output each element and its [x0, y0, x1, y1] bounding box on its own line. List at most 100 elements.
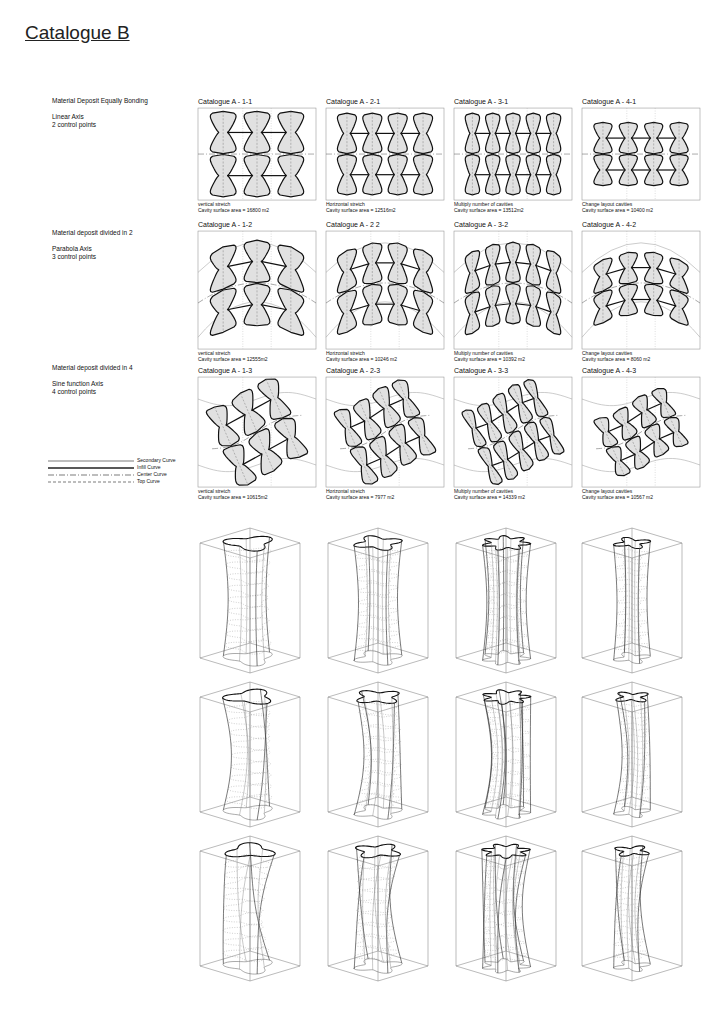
box-edge: [456, 528, 506, 543]
tower-valley: [498, 539, 499, 654]
tower-ridge: [398, 692, 402, 809]
tower-valley: [513, 848, 520, 964]
cell-centerline: [492, 286, 493, 326]
tower-valley: [372, 855, 381, 970]
tower-contour: [614, 926, 643, 935]
catalogue-panel: Catalogue A - 3-3Multiply number of cavi…: [454, 367, 572, 501]
catalogue-panel: Catalogue A - 2-1Horizontal stretchCavit…: [326, 98, 444, 214]
legend-sample: [48, 482, 134, 483]
tower-valley: [240, 701, 248, 815]
box-edge: [506, 697, 556, 712]
tower-ridge: [256, 551, 257, 666]
panel-frame: [326, 231, 444, 349]
tower-contour: [230, 772, 271, 785]
tower-valley: [241, 693, 249, 807]
tower-valley: [240, 855, 251, 969]
cavity-cell: [670, 258, 688, 293]
box-edge: [456, 543, 457, 658]
bonding-bar: [261, 261, 287, 266]
box-edge: [506, 797, 556, 812]
tower-contour: [231, 738, 270, 750]
cell-centerline: [628, 252, 629, 283]
cell-centerline: [397, 154, 398, 194]
cavity-cell: [206, 405, 239, 445]
cavity-cell: [275, 418, 308, 458]
box-edge: [200, 528, 250, 543]
bonding-bar: [522, 398, 534, 402]
box-edge: [328, 836, 378, 851]
cell-centerline: [372, 113, 373, 153]
panel-caption: Cavity surface area = 16800 m2: [198, 208, 316, 214]
cavity-cell: [594, 418, 618, 447]
box-edge: [378, 682, 428, 697]
box-edge: [328, 697, 329, 812]
box-edge: [556, 543, 557, 658]
tower-valley: [519, 699, 521, 815]
tower-valley: [638, 544, 639, 659]
tower-valley: [490, 852, 492, 965]
cell-centerline: [397, 113, 398, 153]
bonding-bar: [631, 299, 651, 300]
tower-contour: [231, 761, 270, 773]
tower-contour: [355, 640, 401, 654]
tower-top-curve: [354, 536, 402, 551]
tower-contour: [356, 629, 399, 642]
bonding-bar: [538, 436, 550, 440]
cell-centerline: [372, 243, 373, 283]
bonding-bar: [227, 175, 253, 176]
panel-space: [326, 108, 444, 202]
cell-centerline: [372, 284, 373, 325]
cavity-cell: [670, 290, 688, 325]
cell-centerline: [472, 113, 473, 153]
box-edge: [378, 558, 379, 673]
tower-valley: [629, 700, 635, 815]
cell-centerline: [398, 380, 414, 417]
bonding-bar: [515, 304, 531, 306]
cell-centerline: [553, 154, 554, 194]
cell-centerline: [257, 111, 258, 153]
guide-curve: [198, 392, 316, 405]
tower-top-curve: [482, 844, 530, 858]
tower-contour: [617, 584, 648, 593]
bonding-bar: [261, 175, 287, 176]
cell-centerline: [602, 292, 603, 323]
bonding-bar: [375, 133, 395, 134]
bonding-bar: [492, 461, 504, 465]
tower-contour: [354, 959, 402, 974]
tower-ridge: [614, 856, 621, 968]
box-edge: [582, 851, 632, 866]
cavity-cell: [546, 154, 560, 194]
cavity-cell: [408, 418, 435, 455]
cell-centerline: [653, 252, 654, 283]
tower-contour: [617, 607, 648, 616]
cavity-cell: [626, 436, 650, 469]
tower-contour: [618, 785, 650, 795]
tower-contour: [355, 936, 396, 948]
cell-centerline: [533, 113, 534, 153]
cell-centerline: [679, 154, 680, 185]
cell-centerline: [602, 154, 603, 185]
bonding-bar: [475, 133, 491, 134]
panel-title: Catalogue A - 3-1: [454, 98, 572, 106]
panel-frame: [326, 377, 444, 487]
cell-centerline: [553, 252, 554, 293]
bonding-bar: [631, 267, 651, 268]
box-edge: [456, 836, 506, 851]
panel-caption: Cavity surface area = 12516m2: [326, 208, 444, 214]
bonding-bar: [401, 133, 421, 134]
panel-space: [326, 377, 444, 489]
cavity-cell: [388, 284, 407, 325]
bonding-bar: [659, 432, 674, 439]
guide-line: [271, 231, 272, 349]
cavity-cell: [526, 244, 540, 285]
panel-title: Catalogue A - 1-3: [198, 367, 316, 375]
box-edge: [378, 797, 428, 812]
bonding-bar: [268, 439, 288, 450]
row-heading: 2 control points: [52, 121, 96, 128]
tower-valley: [382, 539, 384, 654]
tower-valley: [240, 546, 242, 661]
cavity-cell: [278, 154, 304, 196]
cavity-cell: [392, 380, 419, 417]
cell-centerline: [346, 250, 347, 291]
bonding-bar: [227, 132, 253, 133]
